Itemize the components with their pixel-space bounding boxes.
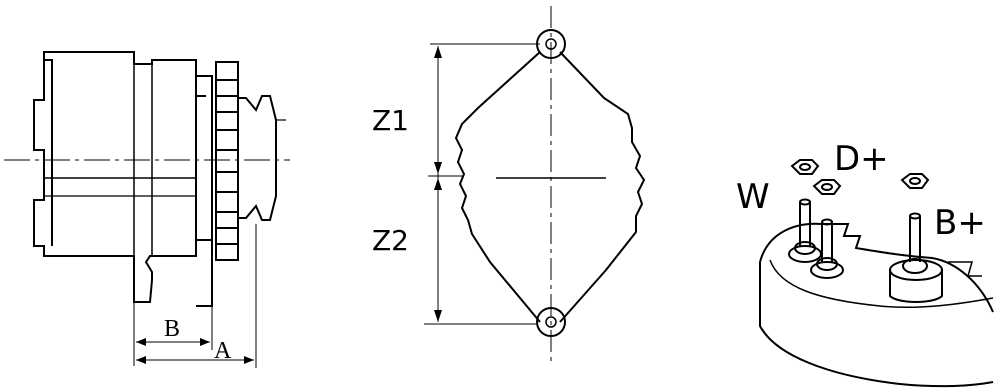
terminal-b-plus-label: B+: [934, 203, 986, 243]
nut-middle: [812, 179, 842, 195]
terminal-w-label: W: [736, 177, 770, 217]
front-arrowheads: [434, 46, 442, 322]
rear-housing: [33, 51, 197, 303]
terminal-housing: [759, 222, 994, 313]
dimension-a-label: A: [214, 338, 232, 364]
nut-top-left: [790, 159, 820, 175]
dimension-z1-label: Z1: [372, 104, 409, 137]
rear-step: [44, 59, 53, 246]
terminal-view: [759, 159, 994, 388]
side-view: [4, 51, 290, 368]
terminal-d-plus-stud: [810, 218, 844, 279]
dimension-b-label: B: [164, 316, 180, 342]
dimension-z2-label: Z2: [372, 224, 409, 257]
fan: [215, 61, 239, 261]
front-flange: [196, 75, 213, 307]
pulley: [238, 95, 277, 221]
terminal-b-plus-stud: [889, 212, 943, 303]
front-view: [424, 6, 646, 366]
terminal-d-plus-label: D+: [834, 139, 889, 179]
front-housing: [454, 51, 646, 323]
side-arrowheads: [136, 338, 254, 364]
nut-right: [900, 173, 930, 189]
terminal-w-stud: [788, 198, 822, 263]
